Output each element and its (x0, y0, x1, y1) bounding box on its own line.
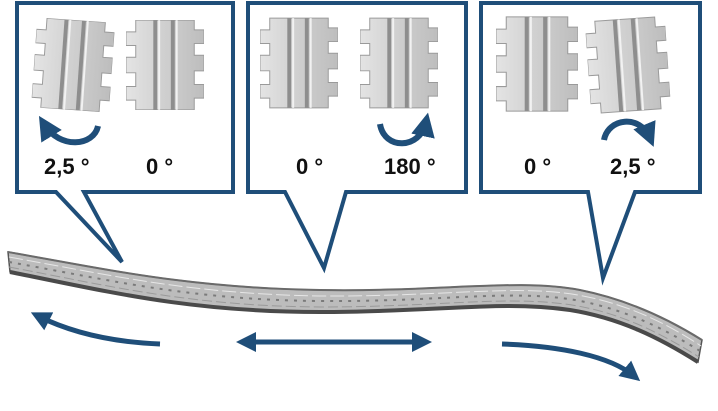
chain-module-flipped (360, 17, 438, 109)
chain-module-straight (260, 17, 338, 109)
angle-label-panel3-right: 2,5 ° (610, 154, 656, 179)
clockwise-arrow-icon (601, 118, 656, 147)
angle-label-panel2-left: 0 ° (296, 154, 323, 179)
chain-module-straight (496, 16, 578, 112)
angle-label-panel1-right: 0 ° (146, 154, 173, 179)
clockwise-flip-arrow-icon (377, 112, 435, 147)
angle-label-panel3-left: 0 ° (524, 154, 551, 179)
curve-right-arrow-icon (501, 341, 641, 382)
angle-label-panel2-right: 180 ° (384, 154, 436, 179)
chain-module-tilted (584, 15, 672, 115)
chain-module-tilted (31, 17, 116, 113)
curve-left-arrow-icon (30, 312, 161, 347)
chain-module-straight (126, 20, 204, 110)
angle-label-panel1-left: 2,5 ° (44, 154, 90, 179)
counterclockwise-arrow-icon (38, 115, 101, 146)
modular-belt-chain (7, 251, 703, 364)
